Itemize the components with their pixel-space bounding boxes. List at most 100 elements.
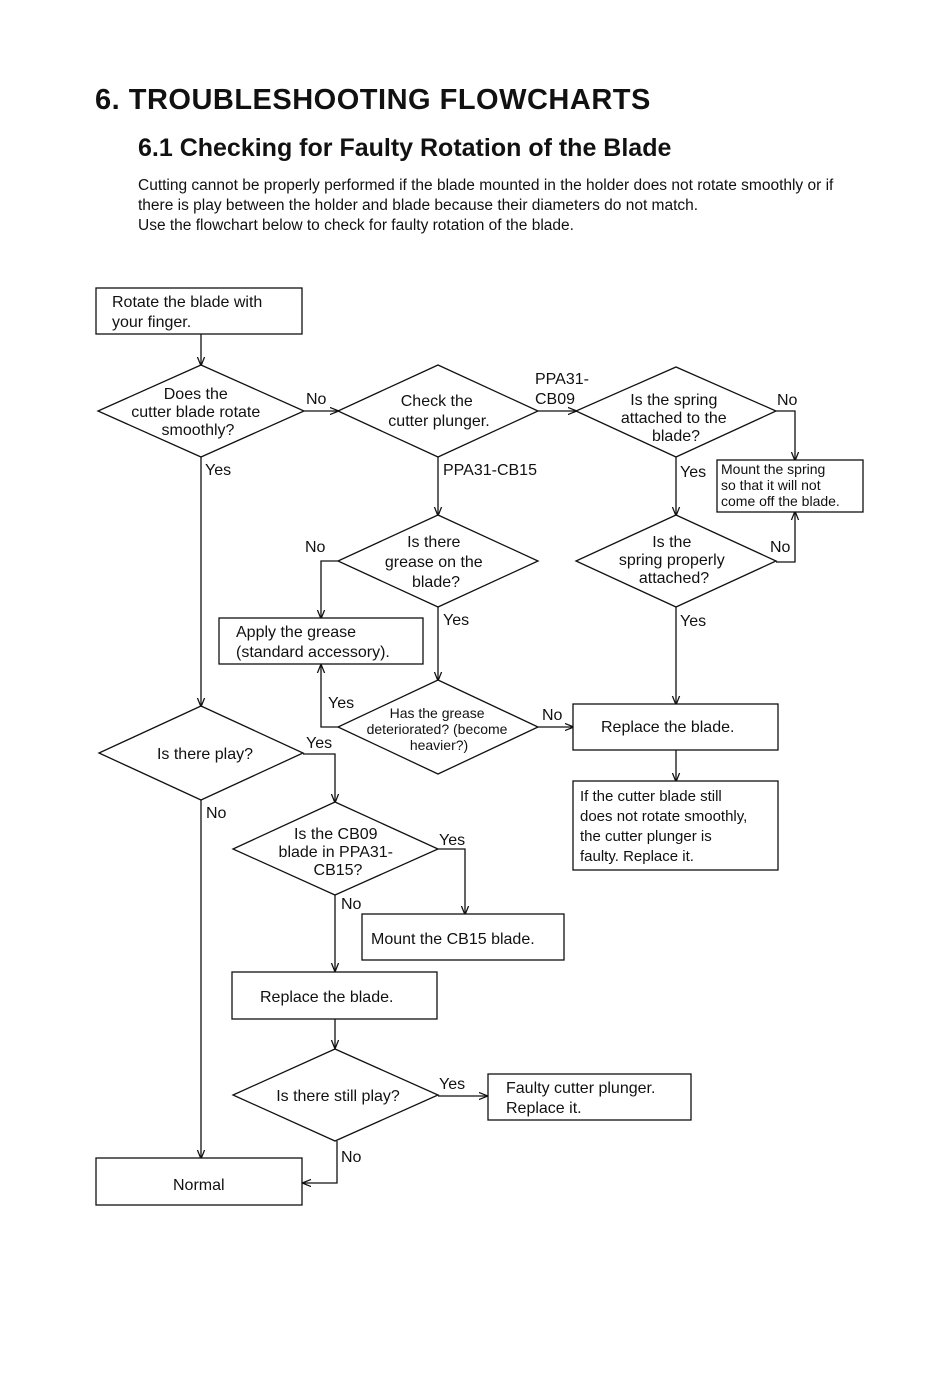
label-play-yes: Yes xyxy=(306,735,332,752)
text-mount-spring: Mount the spring so that it will not com… xyxy=(721,461,840,509)
text-rotate-smooth-line-1: Does the xyxy=(164,386,228,403)
label-spring-yes: Yes xyxy=(680,464,706,481)
text-check-plunger-line-2: cutter plunger. xyxy=(388,413,489,430)
text-rotate-smooth-line-2: cutter blade rotate xyxy=(131,404,260,421)
edge-play-yes xyxy=(303,753,335,802)
text-plunger-faulty-line-2: does not rotate smoothly, xyxy=(580,808,747,825)
box-apply-grease xyxy=(218,617,424,665)
connectors xyxy=(201,334,795,1183)
label-smooth-yes: Yes xyxy=(205,462,231,479)
text-still-play: Is there still play? xyxy=(276,1088,400,1105)
text-spring-attached: Is the spring attached to the blade? xyxy=(621,392,731,445)
text-grease-deteriorated-line-1: Has the grease xyxy=(390,705,485,721)
intro-paragraph-1: Cutting cannot be properly performed if … xyxy=(138,177,834,214)
box-normal xyxy=(95,1157,303,1206)
text-normal: Normal xyxy=(173,1177,225,1194)
text-apply-grease-line-2: (standard accessory). xyxy=(236,644,390,661)
text-faulty-plunger: Faulty cutter plunger. Replace it. xyxy=(506,1080,660,1117)
label-still-no: No xyxy=(341,1149,362,1166)
text-grease-deteriorated: Has the grease deteriorated? (become hea… xyxy=(367,705,512,753)
text-grease-on-line-1: Is there xyxy=(407,534,460,551)
diamond-cb09 xyxy=(231,801,440,896)
label-still-yes: Yes xyxy=(439,1076,465,1093)
text-apply-grease: Apply the grease (standard accessory). xyxy=(236,624,390,661)
text-mount-spring-line-2: so that it will not xyxy=(721,477,821,493)
label-grease-yes: Yes xyxy=(443,612,469,629)
label-deteriorated-no: No xyxy=(542,707,563,724)
text-rotate-smooth: Does the cutter blade rotate smoothly? xyxy=(131,386,264,439)
label-grease-no: No xyxy=(305,539,326,556)
intro-text: Cutting cannot be properly performed if … xyxy=(138,176,858,236)
edge-spring-no xyxy=(776,410,795,460)
label-ppa31-cb09: PPA31- CB09 xyxy=(535,371,593,408)
text-spring-attached-line-3: blade? xyxy=(652,428,700,445)
text-spring-proper: Is the spring properly attached? xyxy=(619,534,729,587)
text-cb09-line-3: CB15? xyxy=(314,862,363,879)
edge-proper-no xyxy=(776,512,795,563)
node-text: Rotate the blade with your finger. Does … xyxy=(112,294,840,1194)
text-apply-grease-line-1: Apply the grease xyxy=(236,624,356,641)
label-ppa31-cb09-line-1: PPA31- xyxy=(535,371,589,388)
text-rotate: Rotate the blade with your finger. xyxy=(112,294,267,331)
text-grease-on-line-2: grease on the xyxy=(385,554,483,571)
edge-still-no xyxy=(303,1141,338,1183)
box-rotate xyxy=(95,287,303,335)
box-mount-cb15 xyxy=(361,913,565,961)
diamond-rotate-smooth xyxy=(96,364,306,458)
section-title: 6. TROUBLESHOOTING FLOWCHARTS xyxy=(95,84,651,116)
diamond-spring-proper xyxy=(574,514,778,608)
box-mount-spring xyxy=(716,459,864,513)
label-play-no: No xyxy=(206,805,227,822)
text-faulty-plunger-line-2: Replace it. xyxy=(506,1100,582,1117)
edge-deteriorated-yes xyxy=(321,665,340,728)
text-grease-on: Is there grease on the blade? xyxy=(385,534,487,591)
diamond-check-plunger xyxy=(336,364,540,458)
processes xyxy=(95,287,864,1206)
text-spring-attached-line-2: attached to the xyxy=(621,410,727,427)
text-mount-spring-line-1: Mount the spring xyxy=(721,461,825,477)
edge-grease-no xyxy=(321,560,338,618)
text-play: Is there play? xyxy=(157,746,253,763)
label-proper-yes: Yes xyxy=(680,613,706,630)
box-plunger-faulty xyxy=(572,780,779,871)
diamond-still-play xyxy=(231,1048,440,1142)
text-plunger-faulty-line-3: the cutter plunger is xyxy=(580,828,712,845)
label-cb09-no: No xyxy=(341,896,362,913)
text-rotate-smooth-line-3: smoothly? xyxy=(162,422,235,439)
diamond-spring-attached xyxy=(574,366,778,458)
box-faulty-plunger xyxy=(487,1073,692,1121)
text-plunger-faulty-line-1: If the cutter blade still xyxy=(580,788,722,805)
text-spring-attached-line-1: Is the spring xyxy=(630,392,717,409)
text-rotate-line-2: your finger. xyxy=(112,314,191,331)
label-cb09-yes: Yes xyxy=(439,832,465,849)
decisions xyxy=(96,364,778,1142)
label-ppa31-cb15: PPA31-CB15 xyxy=(443,462,537,479)
text-plunger-faulty: If the cutter blade still does not rotat… xyxy=(580,788,752,865)
text-mount-cb15: Mount the CB15 blade. xyxy=(371,931,535,948)
box-replace-blade-2 xyxy=(231,971,438,1020)
text-grease-deteriorated-line-3: heavier?) xyxy=(410,737,468,753)
label-proper-no: No xyxy=(770,539,791,556)
text-check-plunger: Check the cutter plunger. xyxy=(388,393,489,430)
text-check-plunger-line-1: Check the xyxy=(401,393,473,410)
text-spring-proper-line-3: attached? xyxy=(639,570,709,587)
text-cb09-line-2: blade in PPA31- xyxy=(279,844,393,861)
text-rotate-line-1: Rotate the blade with xyxy=(112,294,262,311)
text-mount-spring-line-3: come off the blade. xyxy=(721,493,840,509)
intro-paragraph-2: Use the flowchart below to check for fau… xyxy=(138,217,574,234)
label-deteriorated-yes: Yes xyxy=(328,695,354,712)
label-spring-no: No xyxy=(777,392,798,409)
edge-labels: No Yes PPA31- CB09 PPA31-CB15 No Yes No … xyxy=(205,371,798,1166)
text-plunger-faulty-line-4: faulty. Replace it. xyxy=(580,848,694,865)
text-replace-blade-2: Replace the blade. xyxy=(260,989,393,1006)
section-subtitle: 6.1 Checking for Faulty Rotation of the … xyxy=(138,134,672,162)
text-cb09-line-1: Is the CB09 xyxy=(294,826,378,843)
text-cb09: Is the CB09 blade in PPA31- CB15? xyxy=(279,826,398,879)
label-smooth-no: No xyxy=(306,391,327,408)
diamond-play xyxy=(97,705,305,801)
edge-cb09-yes xyxy=(438,848,465,914)
text-spring-proper-line-2: spring properly xyxy=(619,552,725,569)
text-grease-on-line-3: blade? xyxy=(412,574,460,591)
text-grease-deteriorated-line-2: deteriorated? (become xyxy=(367,721,508,737)
